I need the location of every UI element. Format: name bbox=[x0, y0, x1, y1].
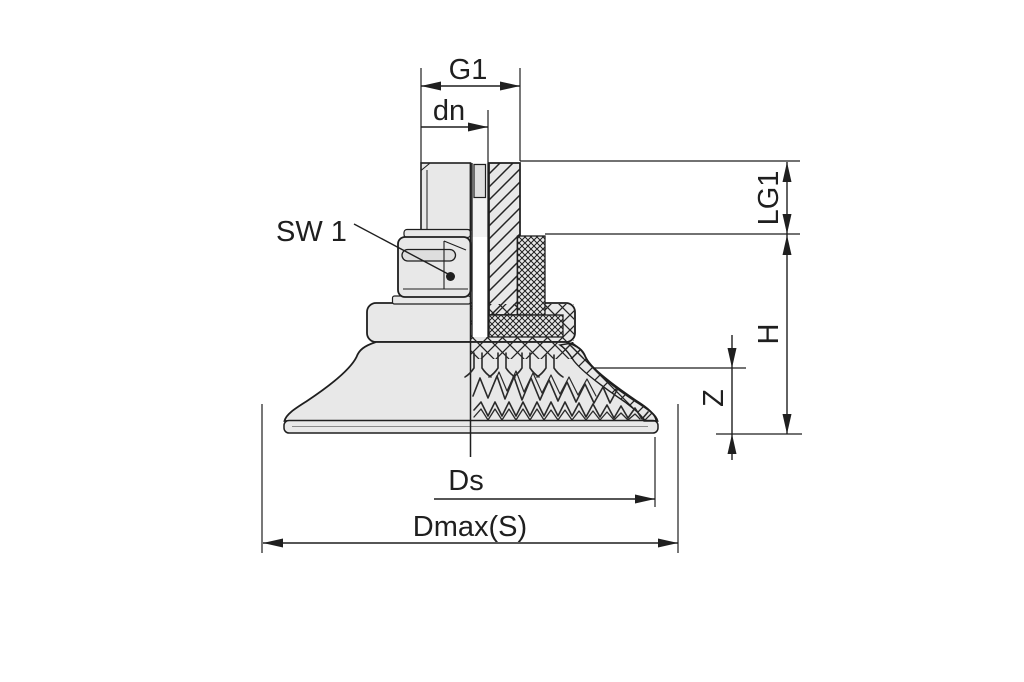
zigzag-row-upper-echo bbox=[491, 370, 597, 397]
hex-nut-chamfer-line bbox=[443, 240, 467, 251]
label-sw1: SW 1 bbox=[276, 216, 347, 248]
bore-channel bbox=[472, 237, 488, 337]
lg1-arrow-top bbox=[782, 162, 792, 182]
dimension-lg1 bbox=[782, 162, 792, 434]
z-arrow-top bbox=[727, 348, 737, 368]
h-arrow-bottom bbox=[782, 414, 792, 434]
g1-arrow-left bbox=[421, 81, 441, 91]
label-dn: dn bbox=[433, 95, 465, 127]
dmax-arrow-right bbox=[658, 538, 678, 548]
dimension-labels: G1 dn SW 1 LG1 H Z Ds Dmax(S) bbox=[276, 54, 785, 543]
fitting-exterior bbox=[420, 162, 472, 231]
label-h: H bbox=[753, 324, 785, 345]
dn-arrow bbox=[468, 122, 488, 132]
dimensions bbox=[261, 68, 802, 553]
g1-arrow-right bbox=[500, 81, 520, 91]
section-hatching bbox=[469, 162, 657, 457]
dmax-arrow-left bbox=[263, 538, 283, 548]
fitting-chamfer-line bbox=[420, 163, 430, 171]
knurl-band bbox=[489, 315, 563, 337]
cleat-4 bbox=[536, 354, 564, 378]
label-lg1: LG1 bbox=[753, 171, 785, 226]
zigzag-row-lower-a bbox=[473, 401, 649, 420]
sw1-leader-line bbox=[353, 223, 451, 276]
z-arrow-bottom bbox=[727, 434, 737, 454]
knurl-strip bbox=[517, 236, 545, 315]
label-dmax: Dmax(S) bbox=[413, 511, 527, 543]
dimension-dn bbox=[421, 110, 489, 163]
cup-interior-cleats bbox=[464, 352, 649, 421]
hex-nut-wrench-groove bbox=[401, 248, 457, 262]
zigzag-row-lower-b bbox=[473, 408, 641, 421]
sw1-leader-dot bbox=[446, 272, 455, 281]
rubber-neck-hatch bbox=[471, 342, 584, 359]
label-ds: Ds bbox=[448, 465, 483, 497]
leader-sw1 bbox=[353, 223, 455, 281]
lg1-arrow-bottom bbox=[782, 214, 792, 234]
h-arrow-top bbox=[782, 235, 792, 255]
thread-relief-slot bbox=[473, 163, 487, 199]
dimension-dmax bbox=[261, 404, 679, 553]
rubber-wall-band-hatch bbox=[558, 342, 657, 422]
ds-arrow bbox=[635, 494, 655, 504]
dimension-z bbox=[727, 335, 737, 460]
label-g1: G1 bbox=[449, 54, 488, 86]
label-z: Z bbox=[698, 389, 730, 407]
dimension-ds bbox=[434, 437, 656, 507]
dimension-g1 bbox=[420, 68, 521, 163]
dimension-h bbox=[782, 235, 792, 434]
metal-hatch bbox=[488, 162, 521, 316]
